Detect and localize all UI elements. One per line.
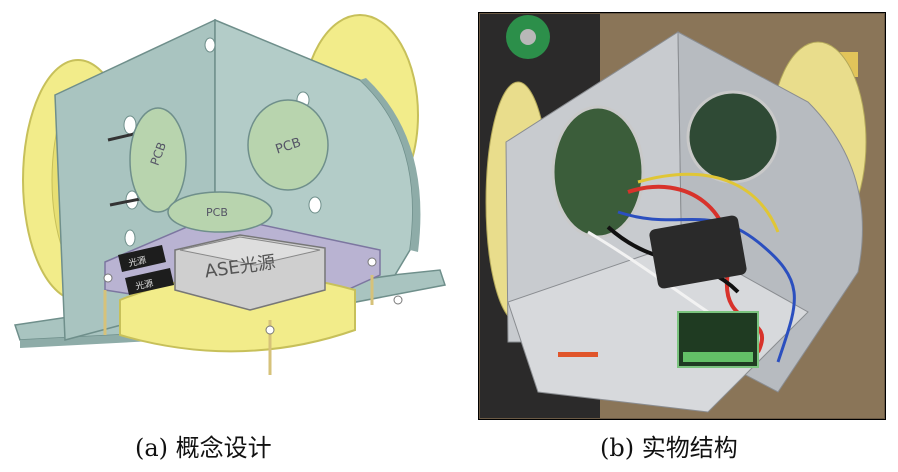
hole	[124, 229, 136, 247]
pcb-left	[129, 107, 187, 213]
pcb-left	[551, 105, 645, 239]
chip-2	[125, 268, 174, 295]
physical-structure-drawing	[477, 11, 887, 421]
physical-structure-photo	[477, 11, 887, 421]
caption-b: (b) 实物结构	[600, 434, 738, 462]
screw	[103, 273, 113, 283]
chip-label-2: 光源	[134, 277, 154, 292]
background-spool-hole	[520, 29, 536, 45]
red-probe	[558, 352, 598, 357]
pcb-right	[247, 99, 329, 191]
pcb-top	[167, 191, 273, 233]
source-module	[649, 215, 747, 289]
concept-design-figure: PCB PCB PCB ASE光源 光源 光源	[0, 0, 460, 425]
hole	[204, 37, 216, 53]
chip-1	[118, 245, 166, 272]
battery-label	[683, 352, 753, 362]
hole	[308, 196, 322, 214]
ase-source-top	[179, 236, 321, 266]
wire-blue	[617, 210, 796, 363]
screw	[265, 325, 275, 335]
screw	[393, 295, 403, 305]
screw	[367, 257, 377, 267]
right-plate-edge	[360, 78, 421, 252]
concept-design-drawing: PCB PCB PCB ASE光源 光源 光源	[14, 14, 446, 375]
wire-white	[587, 230, 709, 314]
caption-a: (a) 概念设计	[135, 434, 272, 462]
pcb-right	[686, 90, 780, 184]
chip-label-1: 光源	[127, 254, 147, 269]
pcb-label-top: PCB	[206, 206, 228, 219]
wire-yellow	[637, 172, 780, 233]
